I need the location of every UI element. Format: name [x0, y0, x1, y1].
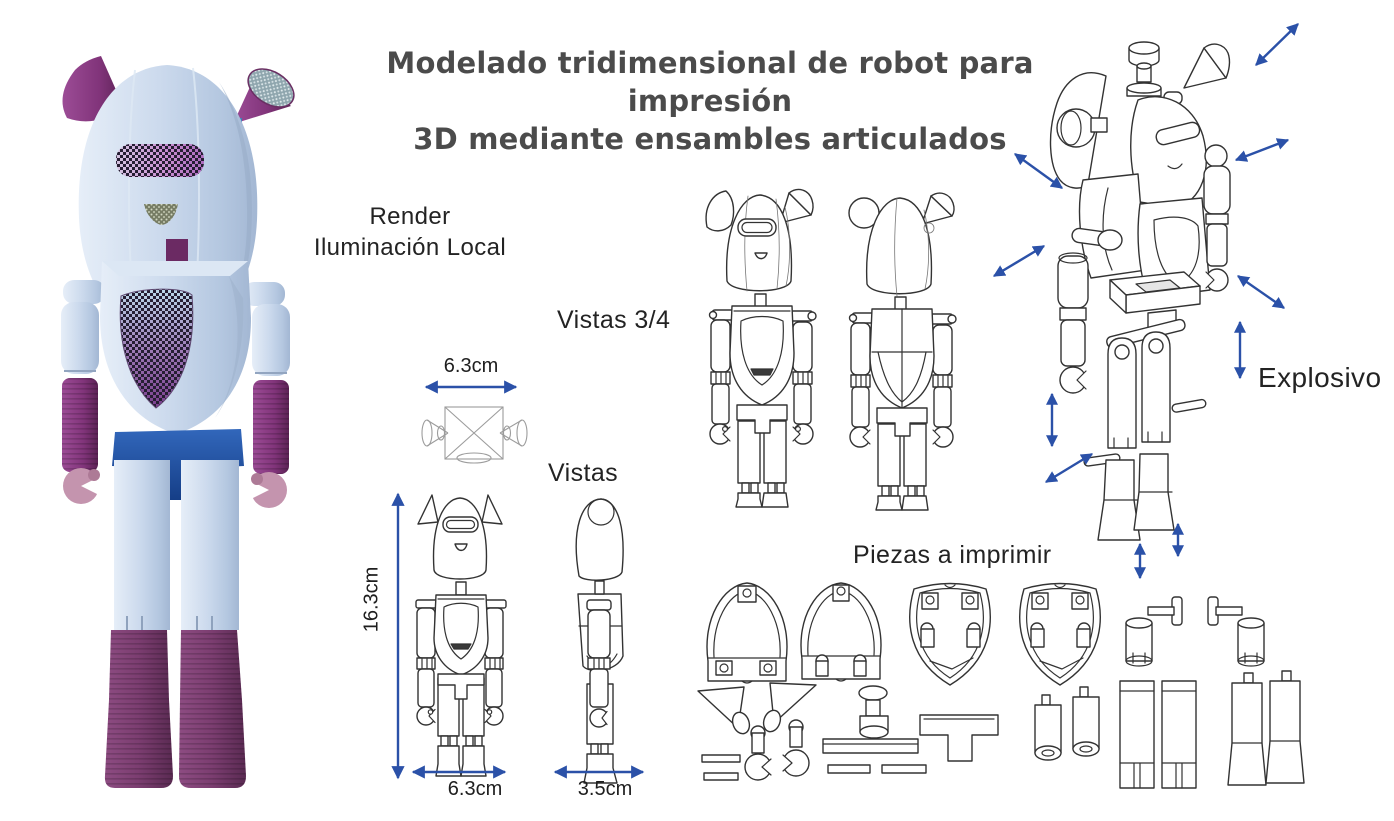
side-view-drawing	[575, 498, 624, 784]
explode-arrows	[992, 23, 1299, 580]
vistas-34-label: Vistas 3/4	[557, 306, 671, 334]
robot-left-leg	[104, 460, 173, 788]
robot-pelvis	[112, 429, 244, 500]
robot-right-ear	[233, 68, 295, 125]
piezas-label: Piezas a imprimir	[853, 541, 1052, 569]
robot-left-arm	[61, 280, 107, 504]
robot-mouth	[144, 204, 178, 225]
dimension-arrow-height	[391, 492, 405, 780]
robot-neck	[166, 239, 188, 264]
poster-title: Modelado tridimensional de robot para im…	[330, 44, 1090, 158]
three-quarter-front-drawing	[705, 188, 817, 508]
title-line2: 3D mediante ensambles articulados	[413, 122, 1007, 156]
dimension-label-top-width: 6.3cm	[443, 355, 499, 377]
exploded-view-drawing	[992, 23, 1299, 580]
explosivo-label: Explosivo	[1258, 362, 1382, 393]
dimension-arrow-side-depth	[553, 765, 645, 779]
front-view-drawing	[415, 494, 507, 777]
parts-drawing	[697, 582, 1305, 789]
three-quarter-back-drawing	[848, 192, 957, 511]
dimension-label-front-width: 6.3cm	[447, 778, 503, 800]
title-line1: Modelado tridimensional de robot para im…	[386, 46, 1034, 118]
robot-right-arm	[243, 282, 290, 508]
dimension-label-side-depth: 3.5cm	[577, 778, 633, 800]
robot-right-leg	[179, 460, 246, 788]
render-label: Render Iluminación Local	[285, 201, 535, 263]
robot-3d-render	[61, 56, 295, 788]
top-view-drawing	[421, 406, 528, 464]
dimension-arrow-front-width	[411, 765, 507, 779]
dimension-arrow-top-width	[424, 380, 518, 394]
dimension-label-height: 16.3cm	[360, 566, 383, 633]
vistas-label: Vistas	[548, 459, 619, 487]
robot-torso	[100, 261, 251, 434]
render-label-line2: Iluminación Local	[313, 234, 507, 261]
render-label-line1: Render	[369, 203, 451, 230]
